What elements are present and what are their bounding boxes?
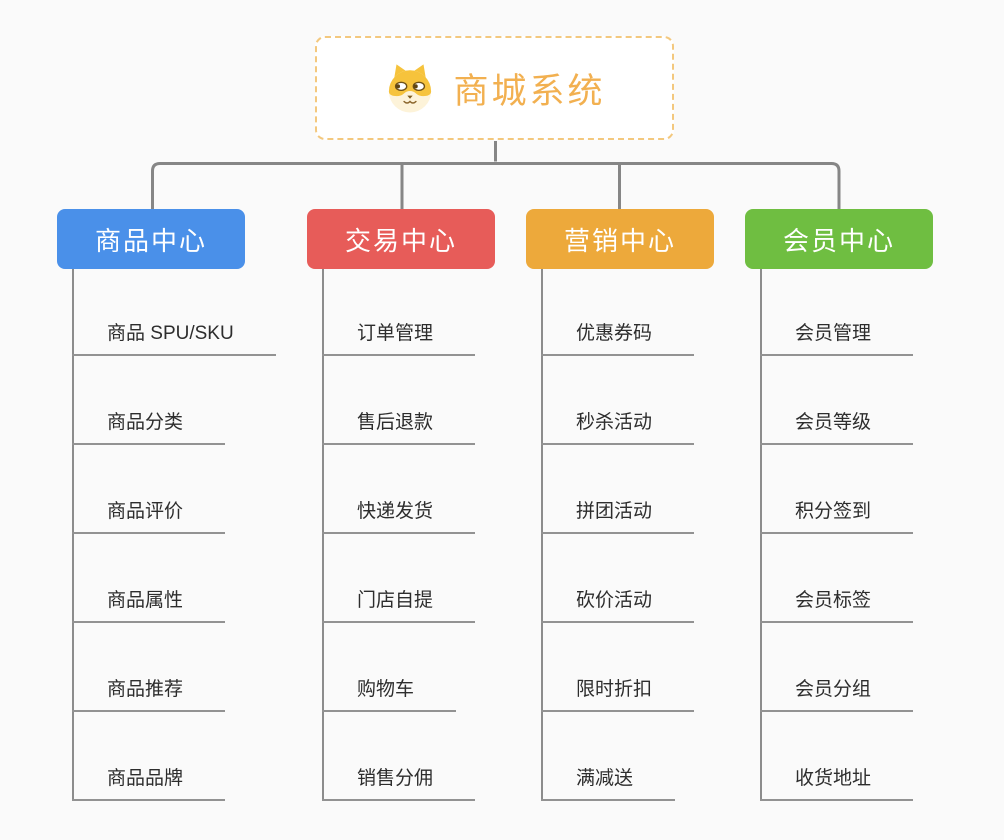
branch-label: 商品中心 [94,225,207,256]
branch-label: 交易中心 [344,225,457,256]
leaf-node[interactable]: 快递发货 [322,445,476,534]
leaf-node[interactable]: 门店自提 [322,534,476,623]
leaf-label: 限时折扣 [576,679,653,700]
leaf-label: 快递发货 [357,501,434,522]
leaf-label: 会员分组 [795,679,872,700]
root-title: 商城系统 [453,71,606,111]
leaf-node[interactable]: 拼团活动 [541,445,695,534]
leaf-label: 售后退款 [357,412,434,433]
leaf-label: 商品分类 [107,412,184,433]
leaf-label: 会员标签 [795,590,872,611]
leaf-label: 拼团活动 [576,501,653,522]
leaf-node[interactable]: 会员等级 [760,356,914,445]
leaf-label: 商品 SPU/SKU [107,323,234,344]
leaf-node[interactable]: 限时折扣 [541,623,695,712]
leaf-node[interactable]: 购物车 [322,623,457,712]
leaf-label: 会员等级 [795,412,872,433]
leaf-label: 满减送 [576,768,634,789]
leaf-node[interactable]: 售后退款 [322,356,476,445]
leaf-node[interactable]: 秒杀活动 [541,356,695,445]
leaf-label: 商品推荐 [107,679,184,700]
branch-header-trade-center[interactable]: 交易中心 [307,209,495,269]
leaf-node[interactable]: 砍价活动 [541,534,695,623]
leaf-label: 积分签到 [795,501,872,522]
leaf-label: 商品属性 [107,590,184,611]
leaf-label: 门店自提 [357,590,434,611]
leaf-node[interactable]: 会员标签 [760,534,914,623]
leaf-node[interactable]: 商品属性 [72,534,226,623]
leaf-label: 商品品牌 [107,768,184,789]
leaf-label: 销售分佣 [357,768,434,789]
leaf-node[interactable]: 订单管理 [322,267,476,356]
branch-children-member-center: 会员管理 会员等级 积分签到 会员标签 会员分组 收货地址 [760,267,1004,801]
leaf-label: 商品评价 [107,501,184,522]
branch-label: 会员中心 [782,225,895,256]
leaf-node[interactable]: 商品推荐 [72,623,226,712]
leaf-node[interactable]: 商品评价 [72,445,226,534]
leaf-node[interactable]: 商品分类 [72,356,226,445]
leaf-node[interactable]: 优惠券码 [541,267,695,356]
leaf-node[interactable]: 商品 SPU/SKU [72,267,276,356]
leaf-node[interactable]: 会员管理 [760,267,914,356]
leaf-label: 订单管理 [357,323,434,344]
branch-header-product-center[interactable]: 商品中心 [57,209,245,269]
leaf-label: 秒杀活动 [576,412,653,433]
dog-face-icon [389,64,432,113]
root-node[interactable]: 商城系统 [315,36,674,140]
leaf-node[interactable]: 满减送 [541,712,676,801]
branch-children-marketing-center: 优惠券码 秒杀活动 拼团活动 砍价活动 限时折扣 满减送 [541,267,801,801]
leaf-node[interactable]: 收货地址 [760,712,914,801]
branch-label: 营销中心 [563,225,676,256]
leaf-label: 购物车 [357,679,415,700]
branch-children-trade-center: 订单管理 售后退款 快递发货 门店自提 购物车 销售分佣 [322,267,582,801]
leaf-label: 会员管理 [795,323,872,344]
leaf-label: 优惠券码 [576,323,653,344]
branch-children-product-center: 商品 SPU/SKU 商品分类 商品评价 商品属性 商品推荐 商品品牌 [72,267,332,801]
leaf-node[interactable]: 商品品牌 [72,712,226,801]
leaf-node[interactable]: 积分签到 [760,445,914,534]
leaf-node[interactable]: 销售分佣 [322,712,476,801]
leaf-label: 收货地址 [795,768,872,789]
leaf-label: 砍价活动 [576,590,653,611]
branch-header-member-center[interactable]: 会员中心 [745,209,933,269]
leaf-node[interactable]: 会员分组 [760,623,914,712]
branch-header-marketing-center[interactable]: 营销中心 [526,209,714,269]
